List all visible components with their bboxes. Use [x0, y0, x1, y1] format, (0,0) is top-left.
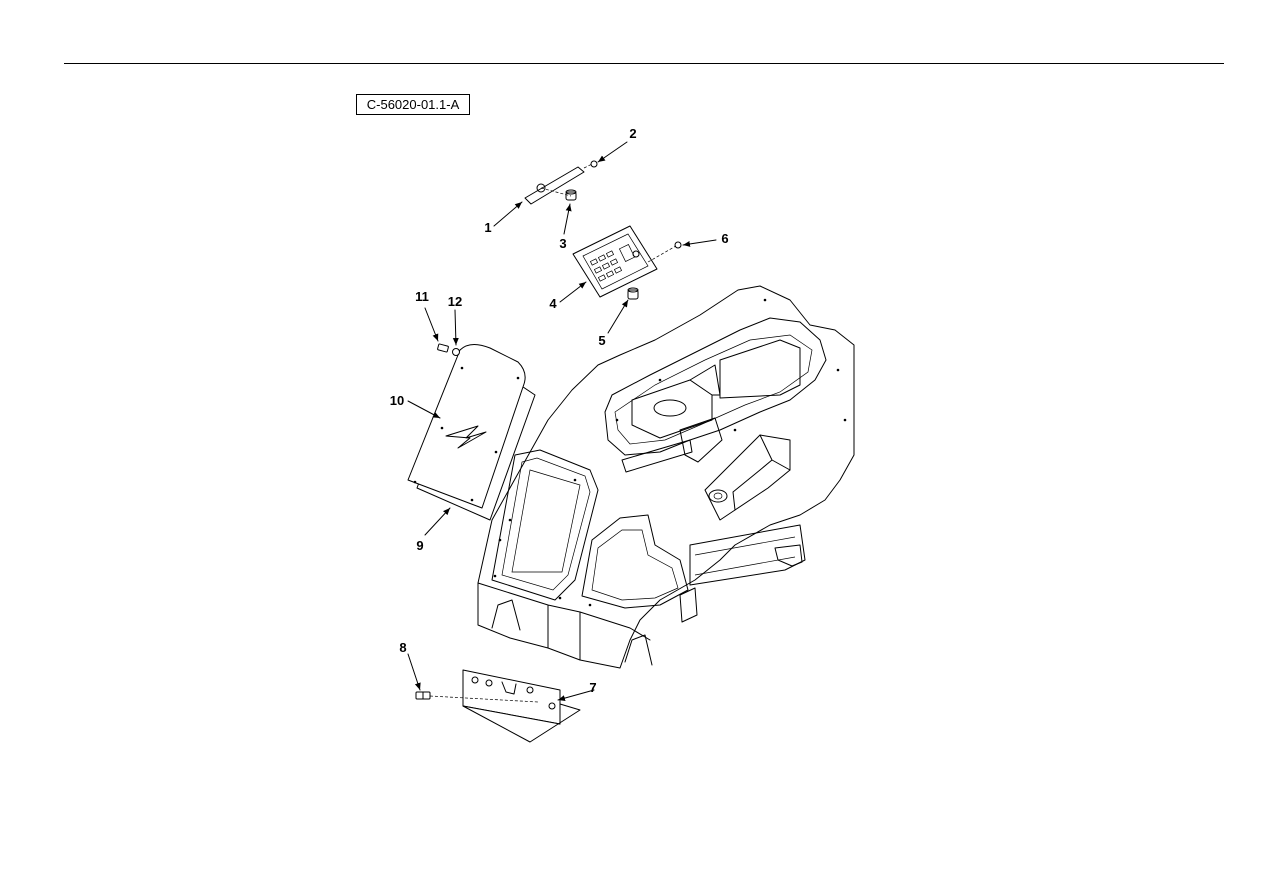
callout-9: 9 — [416, 538, 423, 553]
leader-lines — [407, 141, 717, 702]
drawing-id-label: C-56020-01.1-A — [356, 94, 470, 115]
part-5-connector — [627, 287, 639, 300]
callout-7: 7 — [589, 680, 596, 695]
callout-10: 10 — [390, 393, 404, 408]
callout-3: 3 — [559, 236, 566, 251]
callout-12: 12 — [448, 294, 462, 309]
callout-6: 6 — [721, 231, 728, 246]
callout-1: 1 — [484, 220, 491, 235]
part-1-plate — [524, 166, 585, 205]
callout-4: 4 — [549, 296, 557, 311]
callout-5: 5 — [598, 333, 605, 348]
part-8-bolt — [415, 691, 431, 700]
part-11-screw — [437, 343, 449, 353]
part-10-cover-plate — [407, 344, 526, 509]
part-3-fitting — [565, 189, 577, 201]
part-4-keypad-panel — [572, 225, 658, 298]
console-body — [477, 285, 855, 669]
callout-labels: 1 2 3 4 5 6 7 8 9 10 11 12 — [390, 126, 729, 695]
callout-2: 2 — [629, 126, 636, 141]
part-12-washer — [452, 348, 460, 356]
part-2-nut — [590, 160, 598, 168]
callout-11: 11 — [415, 289, 429, 304]
part-6-nut — [674, 241, 682, 249]
callout-8: 8 — [399, 640, 406, 655]
part-7-bracket — [462, 669, 581, 743]
header-rule — [64, 63, 1224, 64]
